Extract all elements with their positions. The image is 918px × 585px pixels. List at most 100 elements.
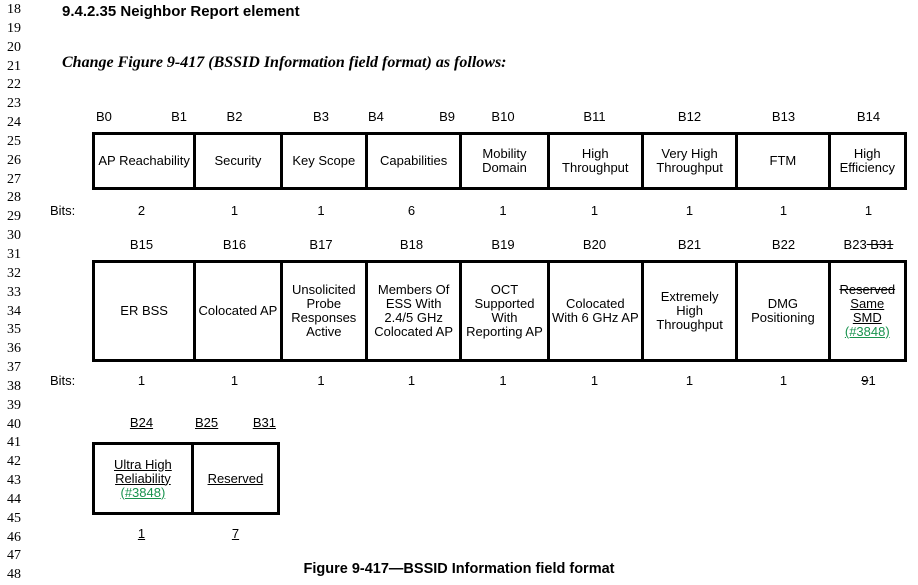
bit-count: 6: [407, 203, 416, 218]
bit-label: B18: [399, 237, 424, 252]
field-cell: Colocated With 6 GHz AP: [546, 263, 641, 359]
line-number: 32: [7, 265, 21, 281]
bit-range-b25-b31: B25 B31: [191, 415, 280, 430]
line-number: 29: [7, 209, 21, 225]
bit-label: B24: [129, 415, 154, 430]
bit-count: 1: [317, 373, 325, 388]
bit-label: B9: [439, 109, 455, 124]
bit-label: B4: [368, 109, 384, 124]
line-number: 19: [7, 20, 21, 36]
bit-range-header-row-3: B24 B25 B31: [92, 415, 280, 430]
bit-label: B12: [677, 109, 702, 124]
field-cell: Very High Throughput: [640, 135, 735, 187]
line-number: 20: [7, 39, 21, 55]
bit-label: B16: [222, 237, 247, 252]
line-number: 45: [7, 510, 21, 526]
line-number: 30: [7, 228, 21, 244]
field-cell: Colocated AP: [193, 263, 279, 359]
change-reference: (#3848): [120, 484, 166, 500]
bit-label: B11: [583, 109, 606, 124]
field-cell: Members Of ESS With 2.4/5 GHz Colocated …: [364, 263, 459, 359]
line-number: 41: [7, 435, 21, 451]
field-cell-reserved-same-smd: Reserved Same SMD (#3848): [827, 263, 904, 359]
line-number: 43: [7, 473, 21, 489]
bit-label: B23: [843, 237, 867, 252]
bit-label: B0: [96, 109, 112, 124]
line-number: 23: [7, 96, 21, 112]
bit-count: 1: [590, 203, 599, 218]
bit-label: B19: [491, 237, 515, 252]
section-heading: 9.4.2.35 Neighbor Report element: [62, 3, 300, 20]
line-number: 39: [7, 397, 21, 413]
bit-label: B1: [171, 109, 187, 124]
bit-count: 1: [407, 373, 416, 388]
line-number: 42: [7, 454, 21, 470]
line-number: 44: [7, 491, 21, 507]
bit-count: 1: [499, 203, 507, 218]
field-table-row-2: ER BSS Colocated AP Unsolicited Probe Re…: [92, 260, 907, 362]
line-number: 40: [7, 416, 21, 432]
bit-range-header-row-1: B0 B1 B2 B3 B4 B9 B10 B11 B12 B13 B14: [92, 109, 907, 124]
bit-count: 1: [685, 373, 694, 388]
field-cell: Security: [193, 135, 279, 187]
line-number: 21: [7, 58, 21, 74]
bit-count: 2: [137, 203, 146, 218]
deleted-bit-count: 9: [861, 373, 869, 388]
field-cell: ER BSS: [120, 303, 168, 318]
inserted-field-text: Ultra High Reliability: [113, 456, 172, 486]
line-number: 24: [7, 115, 21, 131]
line-number: 26: [7, 152, 21, 168]
field-cell-reserved: Reserved: [190, 445, 277, 512]
bit-label: B2: [226, 109, 243, 124]
line-number: 38: [7, 378, 21, 394]
bit-range-b23-b31: B23 B31: [830, 237, 907, 252]
bit-label: B22: [771, 237, 796, 252]
bit-count: 1: [779, 373, 788, 388]
bit-count: 1: [137, 526, 146, 541]
bit-range-header-row-2: B15 B16 B17 B18 B19 B20 B21 B22 B23 B31: [92, 237, 907, 252]
line-number: 18: [7, 2, 21, 17]
field-cell: Unsolicited Probe Responses Active: [279, 263, 365, 359]
line-number: 46: [7, 529, 21, 545]
bit-label: B15: [129, 237, 154, 252]
bit-count: 1: [864, 203, 873, 218]
bit-count: 1: [230, 373, 239, 388]
field-cell: OCT Supported With Reporting AP: [459, 263, 546, 359]
bit-count: 1: [317, 203, 325, 218]
field-cell-ultra-high-reliability: Ultra High Reliability (#3848): [95, 445, 191, 512]
field-cell: High Throughput: [546, 135, 641, 187]
field-cell: Mobility Domain: [459, 135, 546, 187]
line-number: 28: [7, 190, 21, 206]
bits-label: Bits:: [50, 203, 76, 218]
field-cell: FTM: [735, 135, 827, 187]
bit-count-row-2: 1 1 1 1 1 1 1 1 91: [92, 373, 907, 388]
line-number: 37: [7, 360, 21, 376]
bit-range-b0-b1: B0 B1: [92, 109, 191, 124]
field-table-row-3: Ultra High Reliability (#3848) Reserved: [92, 442, 280, 515]
line-number: 22: [7, 77, 21, 93]
bit-label: B25: [195, 415, 219, 430]
deleted-field-text: Reserved: [839, 282, 896, 297]
bit-label: B10: [491, 109, 515, 124]
line-number: 33: [7, 284, 21, 300]
bit-label: B21: [677, 237, 702, 252]
line-number: 48: [7, 567, 21, 583]
bit-label: B31: [252, 415, 276, 430]
bit-label: B3: [313, 109, 329, 124]
line-number: 35: [7, 322, 21, 338]
inserted-field-text: Reserved: [207, 470, 264, 486]
field-cell: Capabilities: [364, 135, 459, 187]
bit-label: B13: [771, 109, 796, 124]
bits-label: Bits:: [50, 373, 76, 388]
bit-count: 1: [685, 203, 694, 218]
line-number: 31: [7, 246, 21, 262]
bit-label: B17: [309, 237, 333, 252]
bit-label: B14: [856, 109, 881, 124]
bit-range-b4-b9: B4 B9: [364, 109, 459, 124]
field-cell: AP Reachability: [98, 153, 190, 168]
inserted-field-text: Same: [850, 296, 885, 311]
